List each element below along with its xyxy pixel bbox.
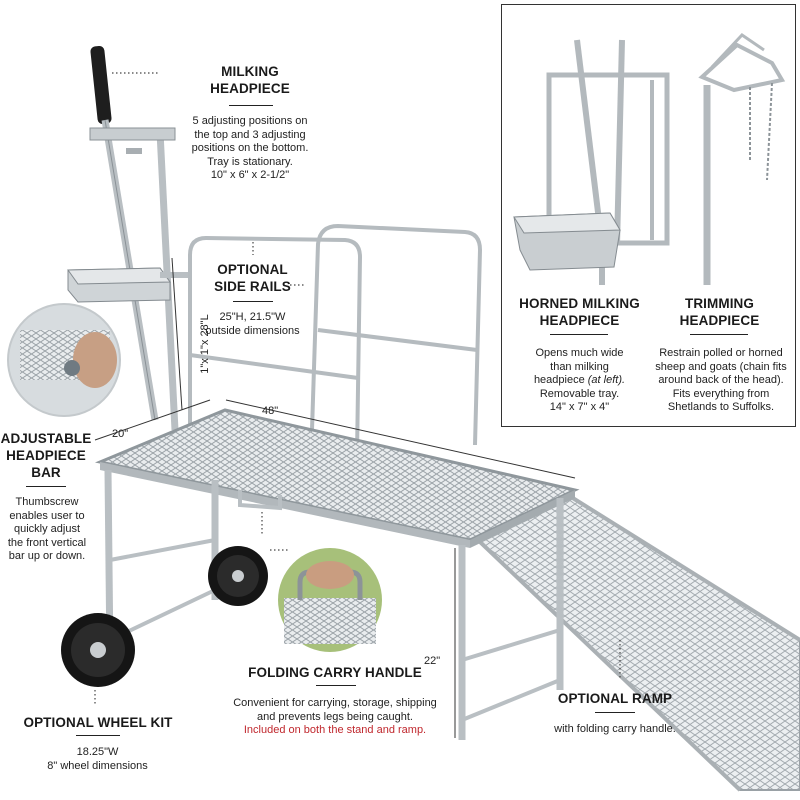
adjustable-desc-line: enables user to (9, 509, 85, 522)
horned-headpiece-desc: Opens much wide than milking headpiece (… (512, 347, 647, 415)
wheel-desc-line: 8" wheel dimensions (47, 759, 148, 772)
trimming-desc-line: Shetlands to Suffolks. (667, 401, 775, 413)
trimming-headpiece-rule (690, 334, 748, 335)
milking-headpiece-desc: 5 adjusting positions on the top and 3 a… (180, 115, 320, 183)
milking-desc-line: positions on the bottom. (191, 142, 309, 154)
horned-desc-line: headpiece (at left). (512, 374, 647, 388)
horned-desc-line: Removable tray. (539, 387, 620, 400)
trimming-headpiece-title: TRIMMING HEADPIECE (652, 295, 787, 329)
trimming-desc-line: around back of the head). (658, 374, 784, 386)
horned-desc-line: Opens much wide (535, 347, 624, 359)
headpiece-options-inset: HORNED MILKING HEADPIECE Opens much wide… (501, 4, 796, 427)
wheel-kit-title: OPTIONAL WHEEL KIT (18, 714, 178, 731)
adjustable-bar-desc: Thumbscrew enables user to quickly adjus… (0, 496, 94, 564)
milking-desc-line: the top and 3 adjusting (194, 128, 306, 141)
trimming-desc-line: Restrain polled or horned (659, 347, 783, 359)
carry-handle-title-text: FOLDING CARRY HANDLE (248, 665, 422, 680)
milking-headpiece-stanchion (67, 45, 188, 431)
milking-desc-line: 10" x 6" x 2-1/2" (210, 169, 290, 181)
carry-desc-line: and prevents legs being caught. (257, 710, 413, 723)
side-rails-title-line2: SIDE RAILS (214, 279, 291, 294)
carry-handle-desc: Convenient for carrying, storage, shippi… (220, 697, 450, 738)
ramp-desc: with folding carry handle. (545, 723, 685, 737)
milking-desc-line: 5 adjusting positions on (192, 115, 308, 127)
horned-headpiece-title: HORNED MILKING HEADPIECE (512, 295, 647, 329)
side-rails-title-line1: OPTIONAL (217, 262, 288, 277)
horned-desc-italic: (at left). (587, 374, 626, 386)
adjustable-desc-line: bar up or down. (8, 550, 86, 562)
length-dimension: 48" (262, 405, 279, 417)
side-rails-desc-line: outside dimensions (205, 324, 300, 337)
adjustable-desc-line: Thumbscrew (15, 496, 79, 508)
wheel-desc-line: 18.25"W (76, 746, 119, 758)
side-rails (188, 223, 483, 521)
ramp-rule (595, 712, 635, 713)
trimming-headpiece-desc: Restrain polled or horned sheep and goat… (647, 347, 795, 415)
adjustable-bar-title-line2: HEADPIECE (6, 448, 86, 463)
dimension-lines (94, 257, 576, 738)
horned-desc-line: 14" x 7" x 4" (549, 401, 610, 413)
horned-headpiece-rule (550, 334, 608, 335)
adjustable-bar-title-line3: BAR (31, 465, 61, 480)
milking-headpiece-rule (229, 105, 273, 106)
width-dimension: 20" (112, 428, 129, 440)
horned-desc-text: headpiece (533, 374, 588, 386)
inset-illustration (513, 33, 786, 285)
adjustable-bar-rule (26, 486, 66, 487)
horned-headpiece-title-line1: HORNED MILKING (519, 296, 640, 311)
stand-platform (94, 408, 580, 740)
milking-headpiece-title-line2: HEADPIECE (210, 81, 290, 96)
leader-lines (94, 72, 621, 705)
post-dimension: 1"x 1"x 28"L (199, 314, 211, 374)
ramp-title-text: OPTIONAL RAMP (557, 691, 673, 706)
side-rails-rule (233, 301, 273, 302)
ramp-title: OPTIONAL RAMP (550, 690, 680, 707)
wheel-kit-desc: 18.25"W 8" wheel dimensions (40, 746, 155, 773)
milking-desc-line: Tray is stationary. (207, 155, 293, 168)
side-rails-desc: 25"H, 21.5"W outside dimensions (190, 311, 315, 338)
carry-handle-title: FOLDING CARRY HANDLE (240, 664, 430, 681)
horned-headpiece-title-line2: HEADPIECE (539, 313, 620, 328)
milking-headpiece-title: MILKING HEADPIECE (190, 63, 310, 97)
height-dimension: 22" (424, 655, 441, 667)
wheel-kit-rule (76, 735, 120, 736)
carry-desc-highlight: Included on both the stand and ramp. (243, 724, 427, 736)
trimming-headpiece-title-line2: HEADPIECE (679, 313, 760, 328)
milking-headpiece-title-line1: MILKING (221, 64, 279, 79)
side-rails-desc-line: 25"H, 21.5"W (219, 311, 286, 323)
wheel-kit-title-text: OPTIONAL WHEEL KIT (23, 715, 173, 730)
adjustable-desc-line: the front vertical (7, 536, 87, 549)
thumbscrew-detail-photo (7, 303, 121, 417)
trimming-headpiece-title-line1: TRIMMING (684, 296, 755, 311)
wheel-kit (61, 546, 268, 687)
carry-handle-rule (316, 685, 356, 686)
adjustable-bar-title: ADJUSTABLE HEADPIECE BAR (0, 430, 92, 481)
removable-tray-image (513, 212, 621, 271)
ramp-desc-line: with folding carry handle. (554, 723, 676, 735)
trimming-desc-line: Fits everything from (672, 387, 770, 400)
carry-desc-line: Convenient for carrying, storage, shippi… (233, 697, 437, 709)
adjustable-desc-line: quickly adjust (13, 523, 81, 535)
adjustable-bar-title-line1: ADJUSTABLE (0, 431, 92, 446)
side-rails-title: OPTIONAL SIDE RAILS (195, 261, 310, 295)
carry-handle-detail-photo (278, 548, 382, 652)
trimming-desc-line: sheep and goats (chain fits (655, 360, 787, 373)
trimming-headpiece-image (698, 33, 786, 285)
horned-desc-line: than milking (550, 360, 609, 373)
